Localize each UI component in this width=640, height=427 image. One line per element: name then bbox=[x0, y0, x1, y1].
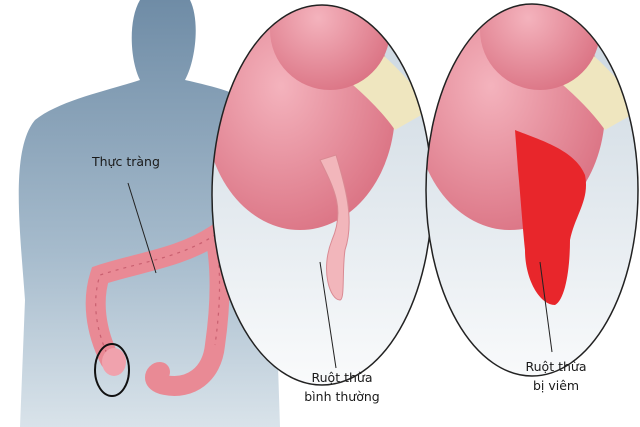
label-normal-line2: bình thường bbox=[304, 389, 380, 404]
label-colon: Thực tràng bbox=[92, 154, 160, 169]
label-inflamed-appendix: Ruột thừa bị viêm bbox=[516, 357, 596, 395]
appendix-highlight-circle bbox=[94, 343, 130, 397]
cecum bbox=[102, 348, 126, 376]
label-normal-line1: Ruột thừa bbox=[311, 370, 373, 385]
normal-appendix bbox=[319, 154, 350, 301]
label-inflamed-line2: bị viêm bbox=[532, 378, 580, 393]
label-normal-appendix: Ruột thừa bình thường bbox=[296, 368, 388, 406]
inflamed-appendix bbox=[515, 130, 587, 305]
normal-appendix-closeup bbox=[212, 5, 432, 385]
inflamed-appendix-closeup bbox=[426, 4, 638, 376]
label-inflamed-line1: Ruột thừa bbox=[525, 359, 587, 374]
